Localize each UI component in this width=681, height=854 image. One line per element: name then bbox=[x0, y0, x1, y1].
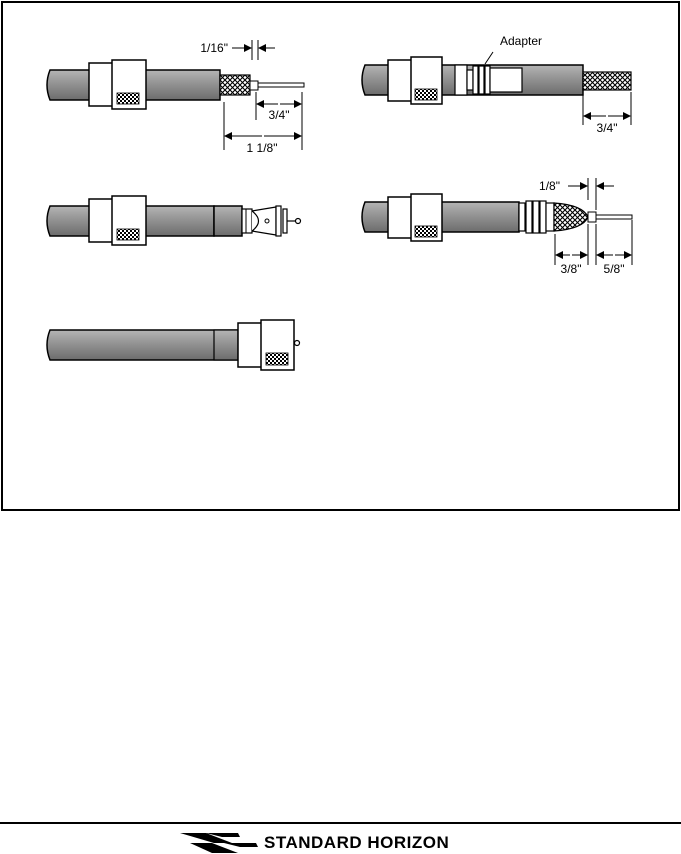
figure-5-adapter-assembled: 1/8" 3/8" 5/8" bbox=[362, 178, 632, 276]
footer: STANDARD HORIZON bbox=[0, 826, 681, 854]
label-adapter: Adapter bbox=[500, 34, 542, 48]
brand-name: STANDARD HORIZON bbox=[264, 833, 449, 852]
standard-horizon-logo-icon bbox=[180, 833, 258, 853]
label-fig4-strip-jacket: 3/4" bbox=[597, 121, 618, 135]
figure-1-stripped-cable: 1/16" 3/4" 1 1/8" bbox=[47, 40, 304, 155]
label-fig1-strip-jacket: 1 1/8" bbox=[247, 141, 278, 155]
label-fig1-strip-wire: 1/16" bbox=[200, 41, 228, 55]
figure-4-adapter-stripped: Adapter 3/4" bbox=[362, 34, 631, 135]
footer-rule bbox=[0, 822, 681, 824]
coax-connector-installation-diagram: 1/16" 3/4" 1 1/8" bbox=[0, 0, 681, 520]
figure-3-assembled-connector bbox=[47, 320, 300, 370]
figure-2-connector-mounted bbox=[47, 196, 301, 245]
label-fig5-strip-center: 5/8" bbox=[604, 262, 625, 276]
label-fig1-strip-braid: 3/4" bbox=[269, 108, 290, 122]
label-fig5-strip-braid: 3/8" bbox=[561, 262, 582, 276]
label-fig5-strip-wire: 1/8" bbox=[539, 179, 560, 193]
